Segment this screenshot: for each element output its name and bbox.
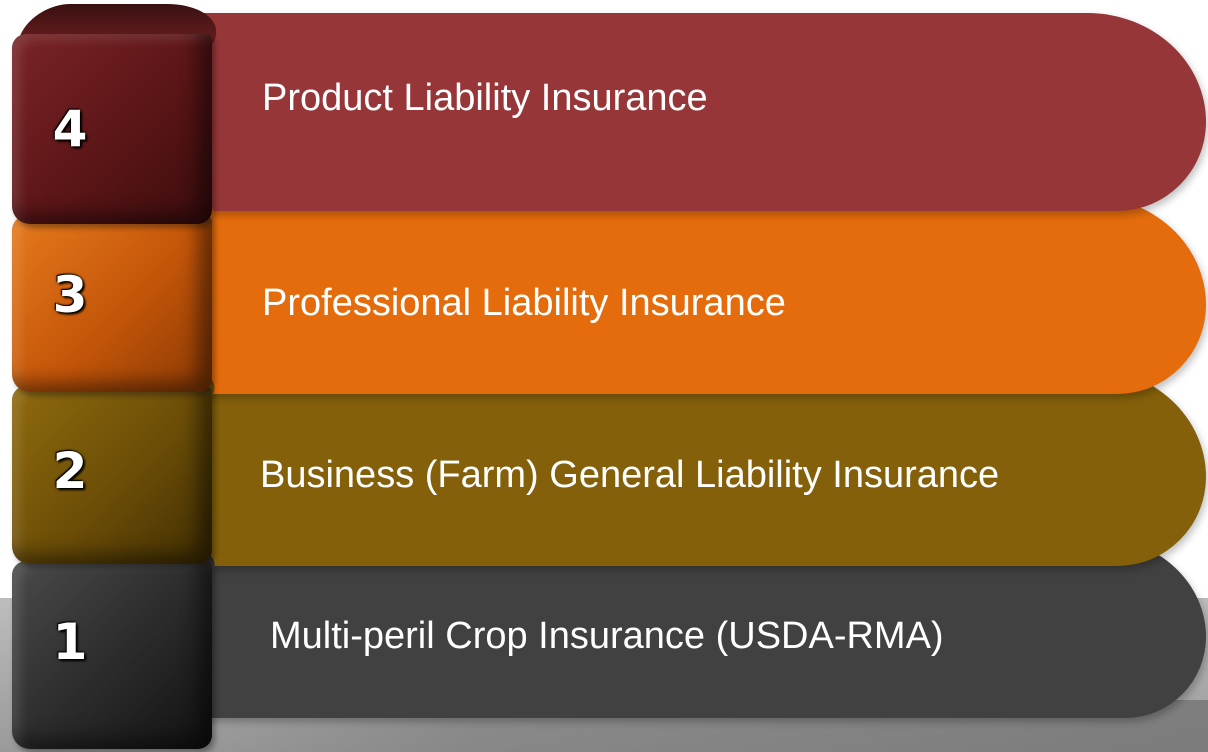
tier-cube-3: 3	[12, 196, 222, 396]
tier-cube-1: 1	[12, 545, 222, 752]
tier-label-2: Business (Farm) General Liability Insura…	[260, 453, 1000, 496]
tier-banner-4: Product Liability Insurance	[120, 13, 1206, 211]
tier-number-1: 1	[52, 613, 88, 671]
cube-front-face	[12, 34, 212, 224]
tier-banner-1: Multi-peril Crop Insurance (USDA-RMA)	[120, 538, 1206, 718]
tier-number-2: 2	[52, 442, 88, 500]
tier-number-3: 3	[52, 266, 88, 324]
tier-number-4: 4	[52, 100, 88, 158]
cube-front-face	[12, 216, 212, 392]
tier-cube-2: 2	[12, 368, 222, 568]
cube-front-face	[12, 561, 212, 749]
tier-cube-4: 4	[12, 4, 227, 224]
tier-banner-2: Business (Farm) General Liability Insura…	[120, 368, 1206, 566]
cube-front-face	[12, 386, 212, 564]
tier-label-1: Multi-peril Crop Insurance (USDA-RMA)	[270, 614, 944, 657]
tier-banner-3: Professional Liability Insurance	[120, 196, 1206, 394]
tier-label-3: Professional Liability Insurance	[262, 281, 786, 324]
tier-label-4: Product Liability Insurance	[262, 76, 708, 119]
